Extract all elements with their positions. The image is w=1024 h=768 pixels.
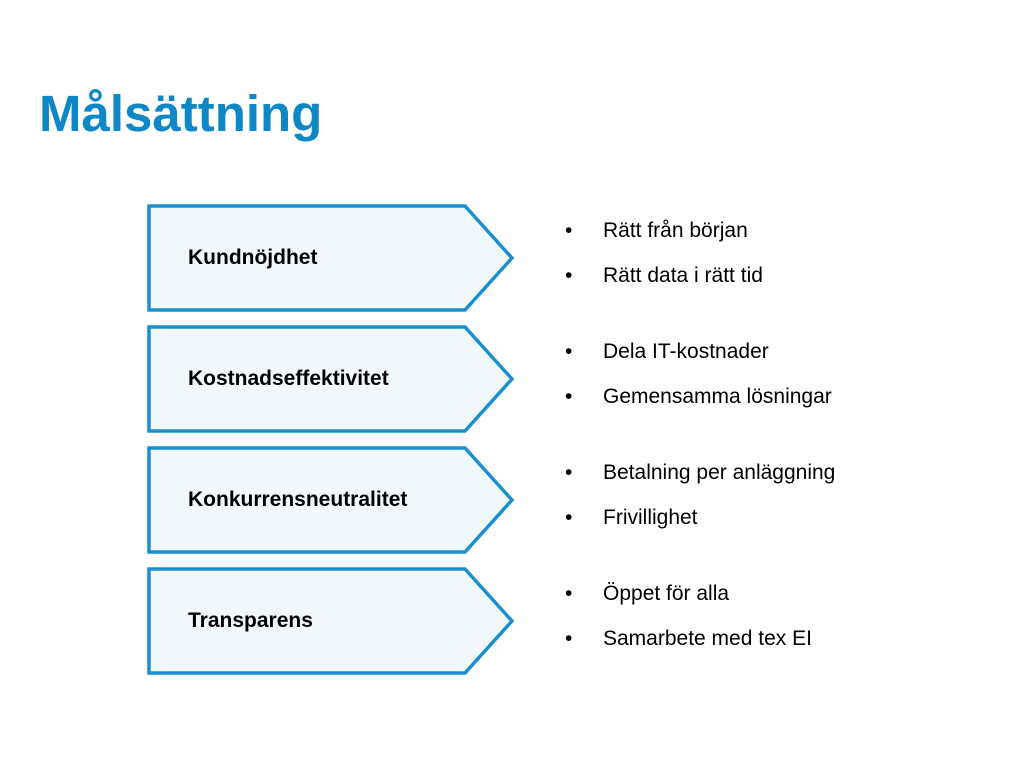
bullet-icon: • — [565, 461, 573, 484]
bullet-icon: • — [565, 582, 573, 605]
goal-row-konkurrensneutralitet: Konkurrensneutralitet • Betalning per an… — [0, 445, 1024, 555]
bullet-text: Öppet för alla — [603, 582, 730, 605]
bullet-icon: • — [565, 340, 573, 363]
chevron-arrow-shape — [147, 446, 515, 554]
bullet-icon: • — [565, 264, 573, 287]
chevron-arrow-shape — [147, 204, 515, 312]
bullet-text: Rätt data i rätt tid — [603, 264, 763, 287]
bullet-text: Samarbete med tex EI — [603, 627, 812, 650]
goal-label: Transparens — [188, 609, 313, 632]
goal-row-kostnadseffektivitet: Kostnadseffektivitet • Dela IT-kostnader… — [0, 324, 1024, 434]
goal-row-transparens: Transparens • Öppet för alla • Samarbete… — [0, 566, 1024, 676]
bullet-text: Frivillighet — [603, 506, 698, 529]
goal-label: Kundnöjdhet — [188, 246, 318, 269]
bullet-text: Betalning per anläggning — [603, 461, 836, 484]
goal-row-kundnojdhet: Kundnöjdhet • Rätt från början • Rätt da… — [0, 203, 1024, 313]
chevron-arrow-shape — [147, 567, 515, 675]
goal-label: Konkurrensneutralitet — [188, 488, 408, 511]
bullet-icon: • — [565, 219, 573, 242]
bullet-text: Rätt från början — [603, 219, 748, 242]
goal-label: Kostnadseffektivitet — [188, 367, 389, 390]
bullet-text: Dela IT-kostnader — [603, 340, 769, 363]
bullet-icon: • — [565, 385, 573, 408]
chevron-arrow-shape — [147, 325, 515, 433]
bullet-icon: • — [565, 506, 573, 529]
slide-title: Målsättning — [39, 85, 323, 142]
bullet-icon: • — [565, 627, 573, 650]
bullet-text: Gemensamma lösningar — [603, 385, 832, 408]
